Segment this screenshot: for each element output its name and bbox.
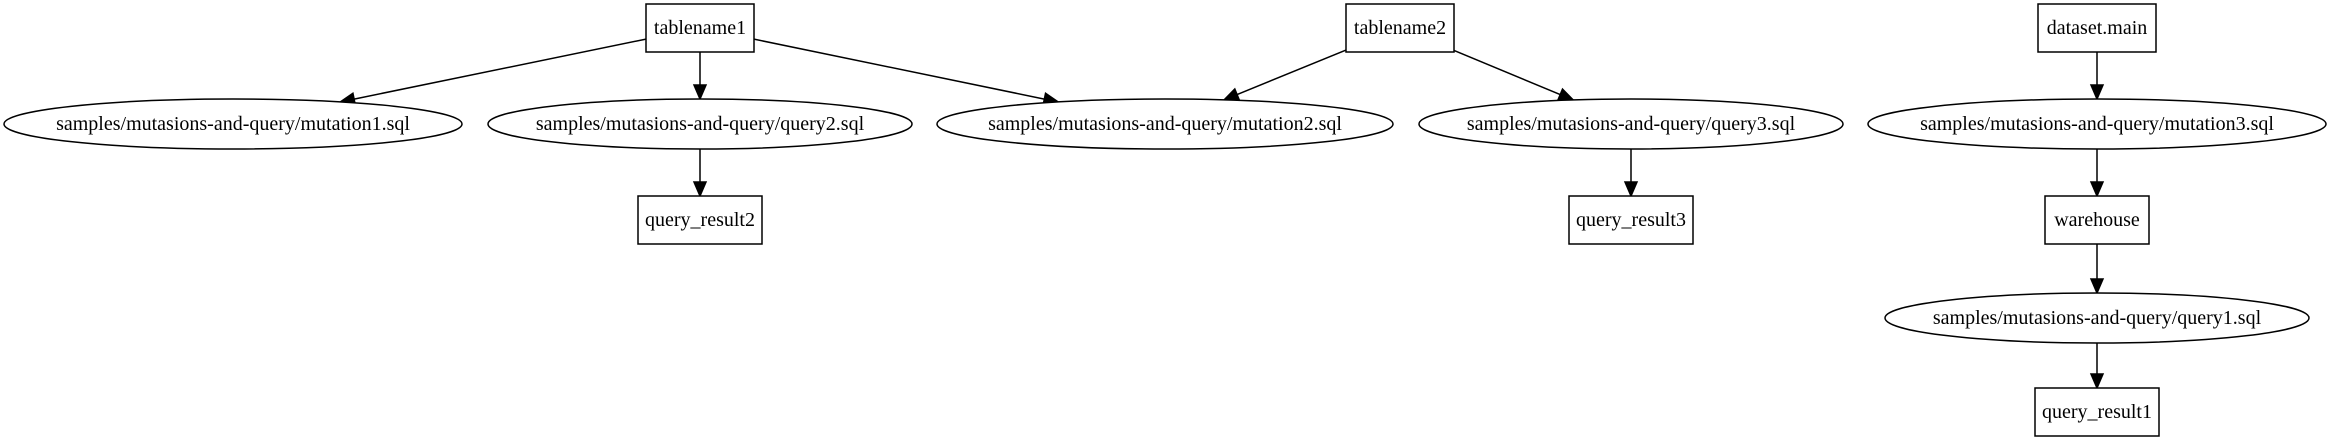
edge-mutation3-to-warehouse — [2089, 149, 2105, 198]
arrowhead — [692, 84, 708, 101]
node-warehouse: warehouse — [2044, 195, 2150, 245]
node-tablename1: tablename1 — [645, 3, 755, 53]
node-query3: samples/mutasions-and-query/query3.sql — [1418, 98, 1844, 150]
edge-query3-to-query_result3 — [1623, 149, 1639, 198]
node-label: samples/mutasions-and-query/mutation2.sq… — [988, 113, 1342, 135]
node-label: warehouse — [2054, 209, 2140, 231]
edges-layer — [338, 38, 2105, 390]
node-query_result1: query_result1 — [2034, 387, 2160, 437]
arrowhead — [2089, 278, 2105, 295]
edge-line — [753, 38, 1045, 100]
arrowhead — [2089, 373, 2105, 390]
edge-line — [1453, 49, 1561, 96]
node-dataset_main: dataset.main — [2037, 3, 2157, 53]
node-query1: samples/mutasions-and-query/query1.sql — [1884, 292, 2310, 344]
node-label: samples/mutasions-and-query/query3.sql — [1467, 113, 1796, 135]
node-label: tablename1 — [654, 17, 746, 39]
node-mutation2: samples/mutasions-and-query/mutation2.sq… — [936, 98, 1394, 150]
node-label: samples/mutasions-and-query/query1.sql — [1933, 307, 2262, 329]
node-box — [1345, 3, 1455, 53]
node-ellipse — [3, 98, 463, 150]
node-query_result2: query_result2 — [637, 195, 763, 245]
arrowhead — [1222, 87, 1241, 101]
node-query_result3: query_result3 — [1568, 195, 1694, 245]
arrowhead — [2089, 181, 2105, 198]
edge-tablename1-to-mutation2 — [753, 38, 1060, 106]
edge-line — [1236, 49, 1347, 96]
node-label: query_result3 — [1576, 209, 1686, 231]
node-label: dataset.main — [2047, 17, 2148, 39]
node-tablename2: tablename2 — [1345, 3, 1455, 53]
node-mutation1: samples/mutasions-and-query/mutation1.sq… — [3, 98, 463, 150]
edge-tablename2-to-query3 — [1453, 49, 1575, 101]
node-label: query_result1 — [2042, 401, 2152, 423]
arrowhead — [2089, 84, 2105, 101]
node-ellipse — [936, 98, 1394, 150]
edge-dataset_main-to-mutation3 — [2089, 52, 2105, 101]
node-query2: samples/mutasions-and-query/query2.sql — [487, 98, 913, 150]
edge-query1-to-query_result1 — [2089, 343, 2105, 390]
arrowhead — [1556, 87, 1575, 101]
edge-warehouse-to-query1 — [2089, 244, 2105, 295]
arrowhead — [1623, 181, 1639, 198]
node-ellipse — [1884, 292, 2310, 344]
edge-tablename1-to-query2 — [692, 52, 708, 101]
node-ellipse — [487, 98, 913, 150]
node-box — [1568, 195, 1694, 245]
edge-tablename2-to-mutation2 — [1222, 49, 1347, 101]
node-label: samples/mutasions-and-query/query2.sql — [536, 113, 865, 135]
node-label: query_result2 — [645, 209, 755, 231]
arrowhead — [692, 181, 708, 198]
node-ellipse — [1867, 98, 2327, 150]
nodes-layer: tablename1 tablename2 dataset.main samples/… — [3, 3, 2327, 437]
node-label: samples/mutasions-and-query/mutation1.sq… — [56, 113, 410, 135]
node-box — [2034, 387, 2160, 437]
node-box — [637, 195, 763, 245]
node-label: samples/mutasions-and-query/mutation3.sq… — [1920, 113, 2274, 135]
node-box — [645, 3, 755, 53]
node-ellipse — [1418, 98, 1844, 150]
edge-query2-to-query_result2 — [692, 149, 708, 198]
node-label: tablename2 — [1354, 17, 1446, 39]
edge-line — [353, 38, 647, 100]
node-mutation3: samples/mutasions-and-query/mutation3.sq… — [1867, 98, 2327, 150]
node-box — [2037, 3, 2157, 53]
node-box — [2044, 195, 2150, 245]
edge-tablename1-to-mutation1 — [338, 38, 647, 106]
